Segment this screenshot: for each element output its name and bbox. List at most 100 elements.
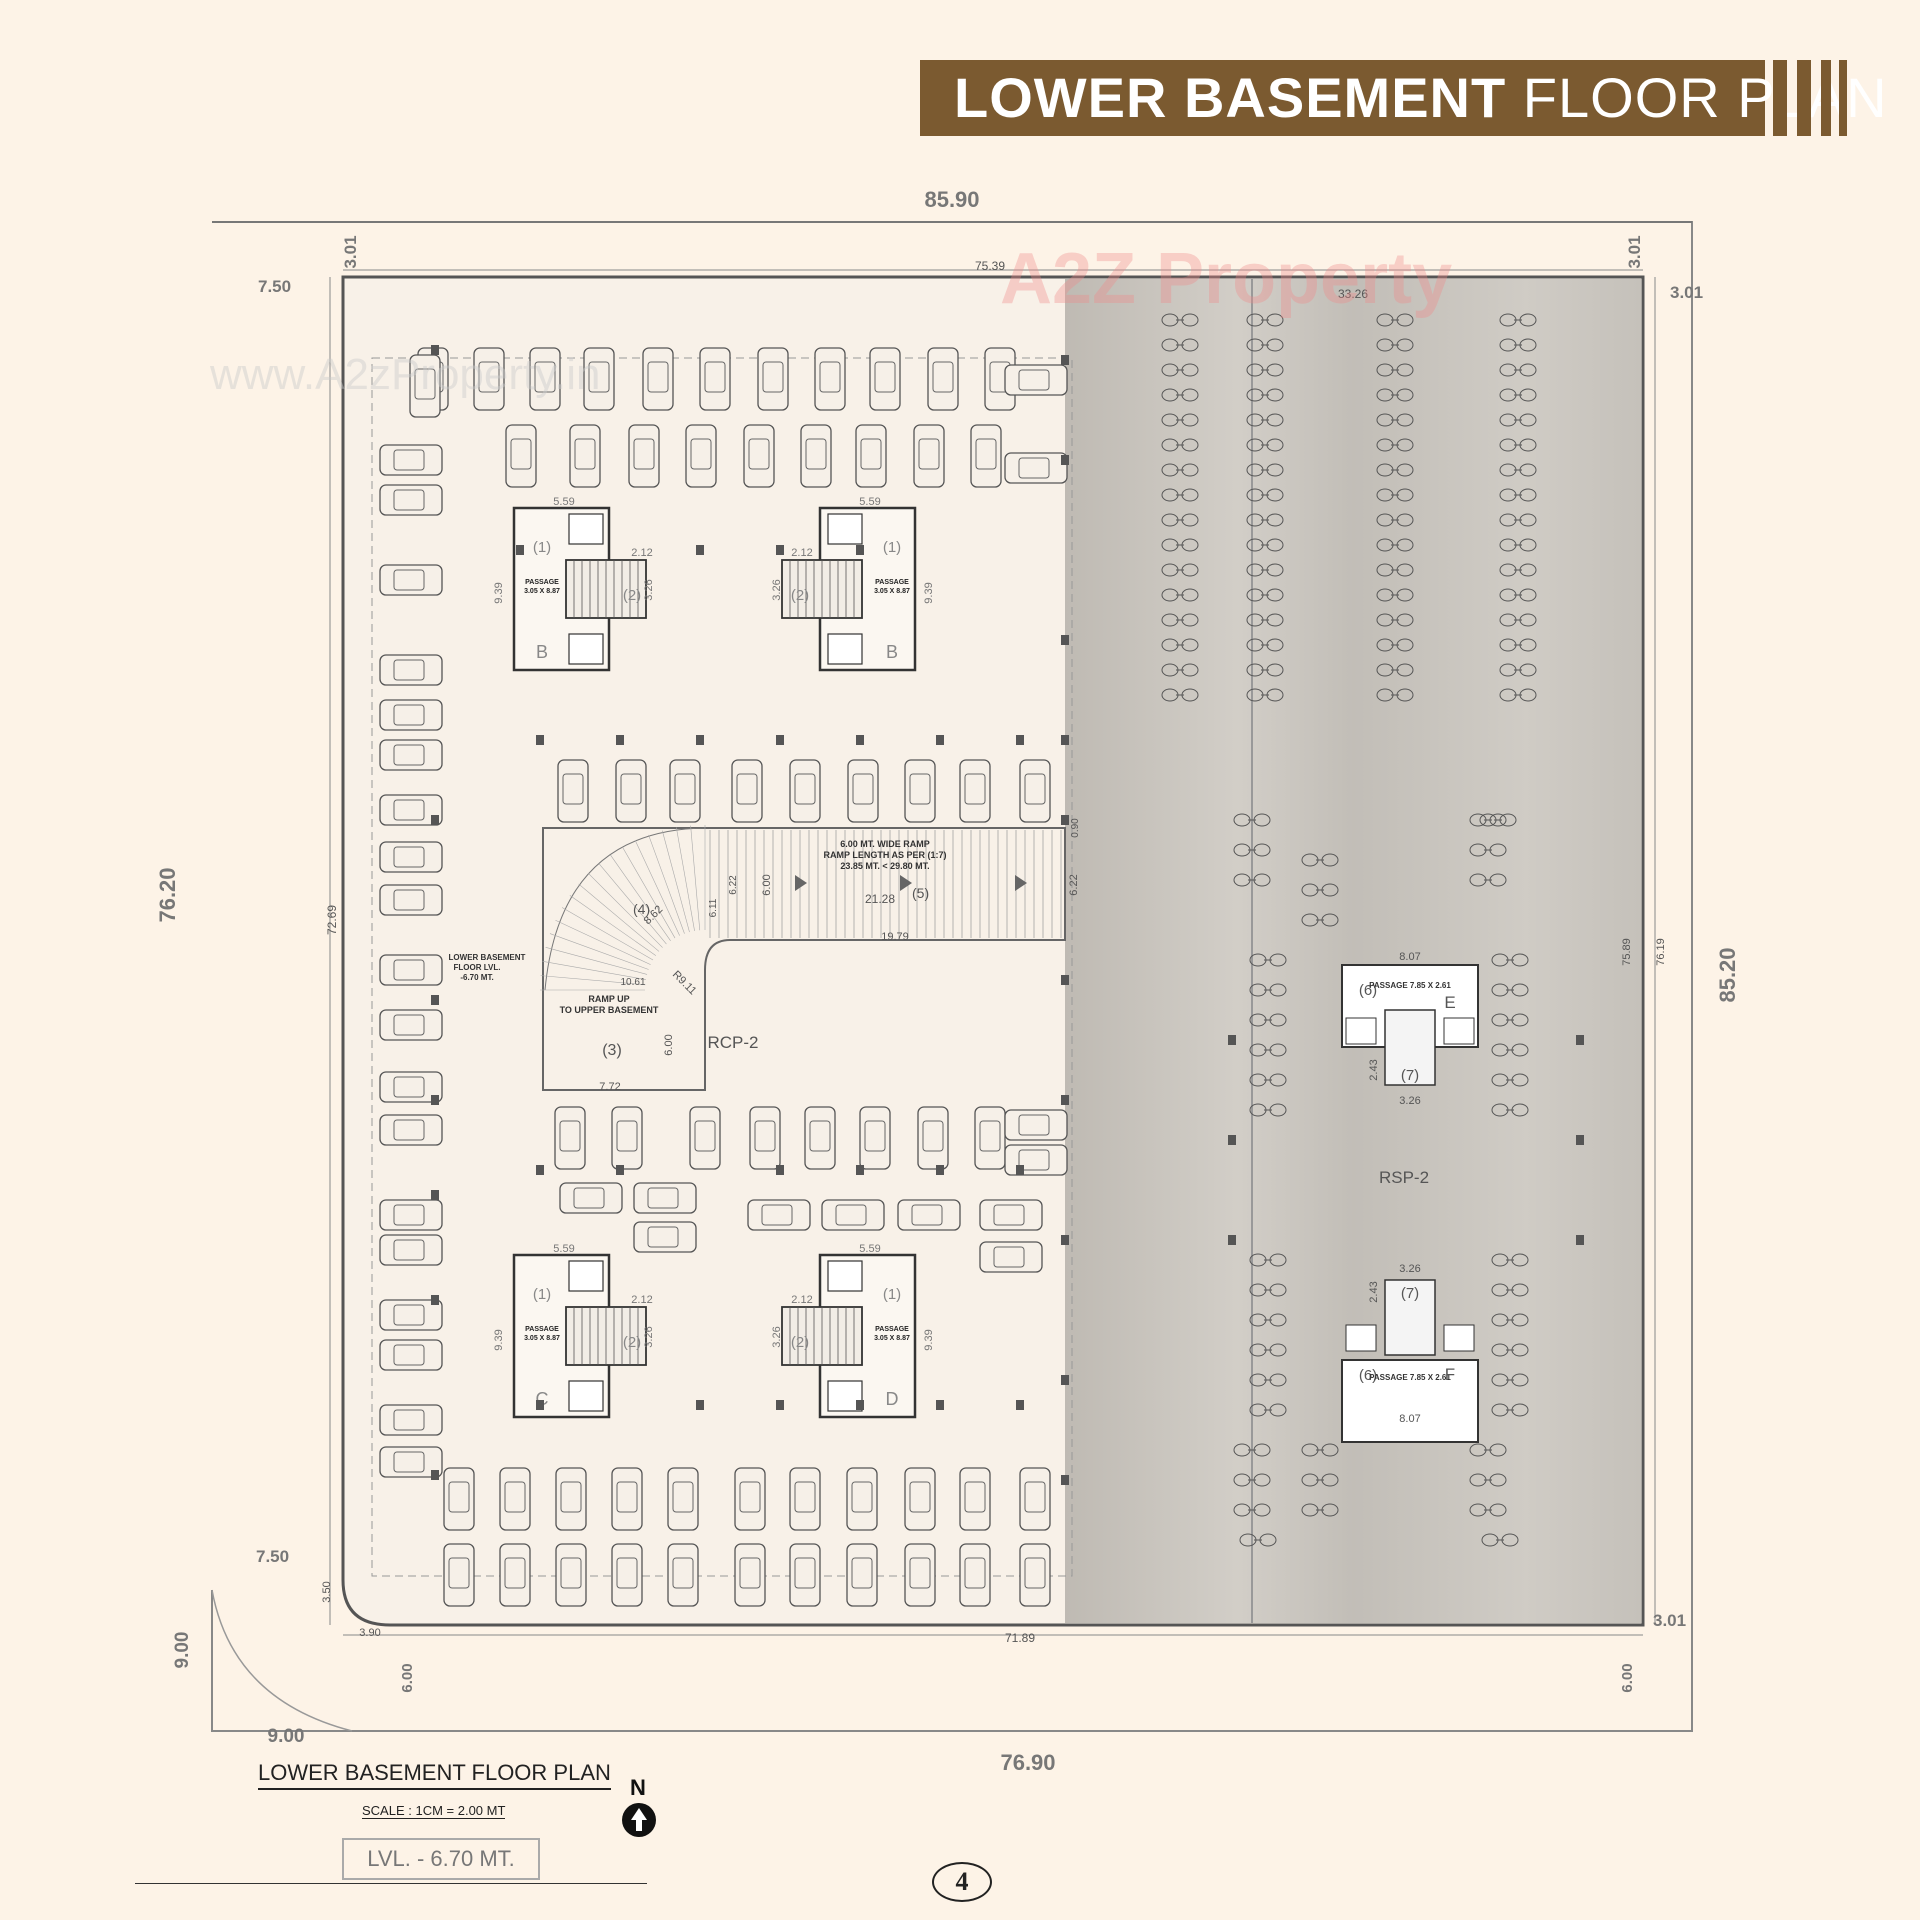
bike-stall — [1499, 338, 1537, 352]
bike-stall — [1499, 313, 1537, 327]
bike-stall — [1499, 438, 1537, 452]
car-stall — [379, 1071, 443, 1103]
car-stall — [904, 1543, 936, 1607]
car-roof — [647, 1226, 679, 1248]
structural-column — [1061, 1235, 1069, 1245]
ramp-dim-2: 0.90 — [1070, 818, 1081, 838]
car-stall — [555, 1467, 587, 1531]
car-roof — [909, 1481, 931, 1513]
decor-bar — [1821, 60, 1831, 136]
car-stall — [1019, 1543, 1051, 1607]
car-stall — [667, 1543, 699, 1607]
bike-stall — [1161, 413, 1199, 427]
bike-stall — [1376, 638, 1414, 652]
car-body — [904, 1543, 936, 1607]
car-roof — [864, 1120, 886, 1152]
structural-column — [856, 735, 864, 745]
bike-stall — [1499, 638, 1537, 652]
ramp-curve-hatch — [588, 873, 663, 948]
car-stall — [611, 1467, 643, 1531]
structural-column — [696, 545, 704, 555]
bike-stall — [1246, 588, 1284, 602]
ramp-curve-hatch — [540, 975, 646, 986]
ramp-curve-hatch — [542, 961, 646, 980]
ramp-up-label-2: TO UPPER BASEMENT — [560, 1005, 659, 1015]
core-stair-width-2: 3.26 — [771, 1326, 783, 1347]
car-roof — [393, 1076, 425, 1098]
car-body — [804, 1106, 836, 1170]
bike-stall — [1469, 1503, 1507, 1517]
car-body — [821, 1199, 885, 1231]
ramp-curve-hatch — [690, 825, 701, 931]
dim-750-top: 7.50 — [258, 277, 291, 296]
car-stall — [379, 1234, 443, 1266]
car-roof — [562, 773, 584, 805]
bike-stall — [1249, 1313, 1287, 1327]
car-roof — [672, 1481, 694, 1513]
car-stall — [757, 347, 789, 411]
car-roof — [979, 1120, 1001, 1152]
bike-stall — [1161, 563, 1199, 577]
car-body — [555, 1543, 587, 1607]
structural-column — [1016, 1400, 1024, 1410]
core-lift-label: (1) — [883, 539, 901, 556]
bike-stall — [1246, 488, 1284, 502]
core-lift-label: (1) — [533, 539, 551, 556]
car-roof — [674, 773, 696, 805]
car-stall — [734, 1467, 766, 1531]
structural-column — [1061, 815, 1069, 825]
car-roof — [478, 361, 500, 393]
bike-stall — [1246, 613, 1284, 627]
car-body — [927, 347, 959, 411]
bike-stall — [1469, 813, 1507, 827]
car-stall — [789, 1543, 821, 1607]
car-roof — [748, 438, 770, 470]
car-body — [1019, 1543, 1051, 1607]
car-stall — [642, 347, 674, 411]
car-body — [685, 424, 717, 488]
watermark-url: www.A2zProperty.in — [210, 350, 601, 399]
car-body — [557, 759, 589, 823]
car-body — [1004, 364, 1068, 396]
core-passage-label: 3.05 X 8.87 — [524, 1335, 560, 1342]
car-body — [633, 1182, 697, 1214]
bike-stall — [1233, 873, 1271, 887]
car-stall — [379, 1339, 443, 1371]
ramp-curve-hatch — [549, 933, 649, 970]
car-body — [667, 1543, 699, 1607]
car-roof — [393, 659, 425, 681]
bike-stall — [1376, 538, 1414, 552]
car-stall — [1019, 759, 1051, 823]
bike-stall — [1161, 363, 1199, 377]
core-letter: B — [886, 642, 898, 662]
level-label: LVL. - 6.70 MT. — [342, 1838, 540, 1880]
decorative-bars — [1773, 60, 1853, 136]
structural-column — [536, 1165, 544, 1175]
bike-stall — [1249, 1283, 1287, 1297]
car-stall — [443, 1543, 475, 1607]
car-stall — [379, 1114, 443, 1146]
car-body — [379, 739, 443, 771]
core-width: 5.59 — [859, 1243, 880, 1255]
bike-stall — [1499, 413, 1537, 427]
car-stall — [789, 1467, 821, 1531]
car-roof — [975, 438, 997, 470]
car-stall — [379, 1199, 443, 1231]
car-stall — [499, 1543, 531, 1607]
car-body — [814, 347, 846, 411]
car-body — [847, 759, 879, 823]
bike-stall — [1469, 873, 1507, 887]
bike-stall — [1246, 413, 1284, 427]
structural-column — [1228, 1035, 1236, 1045]
car-stall — [821, 1199, 885, 1231]
core-stair-width: 2.12 — [791, 547, 812, 559]
car-roof — [414, 368, 436, 400]
bike-stall — [1161, 338, 1199, 352]
car-stall — [499, 1467, 531, 1531]
core-e-stair — [1384, 1009, 1436, 1086]
bike-stall — [1376, 688, 1414, 702]
bike-stall — [1249, 1073, 1287, 1087]
core-height: 9.39 — [493, 582, 505, 603]
